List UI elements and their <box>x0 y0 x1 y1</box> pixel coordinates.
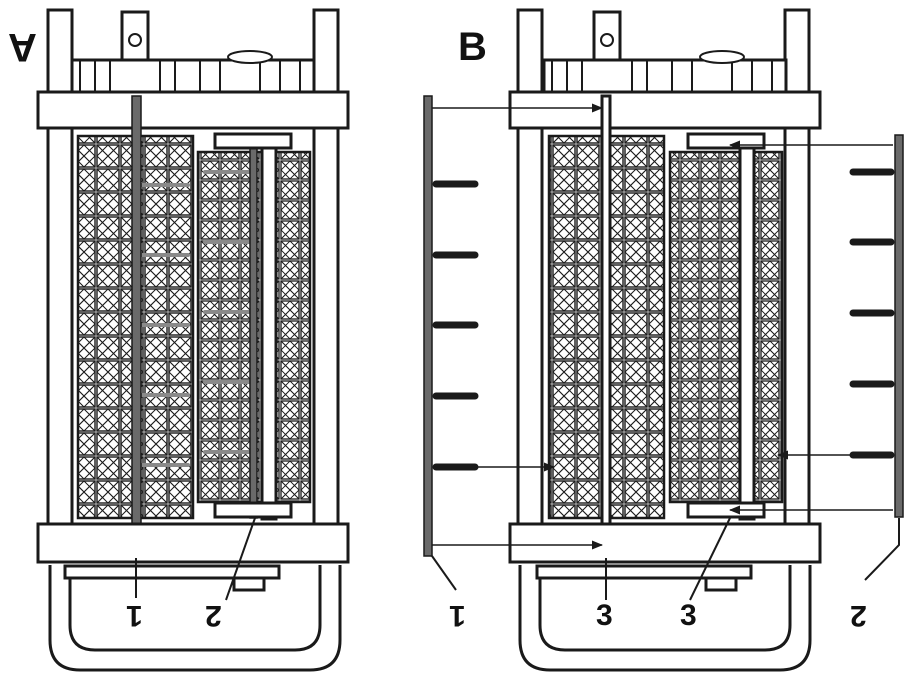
right-post-b <box>783 8 811 544</box>
small-roller-b <box>668 150 784 504</box>
panel-b: B <box>423 8 904 672</box>
bottom-plate <box>36 522 350 564</box>
panel-b-label-3b: 3 <box>680 599 697 632</box>
shaft-bracket-bottom <box>213 501 293 519</box>
comb-2-removed <box>894 134 904 518</box>
gear-crown-b <box>542 58 788 94</box>
roller-shaft <box>260 133 278 521</box>
comb-1-removed <box>423 95 433 557</box>
comb-2-bar <box>249 137 258 519</box>
comb-1-tines <box>140 183 190 467</box>
left-post-b <box>516 8 544 544</box>
handle-outer-b <box>518 565 812 672</box>
comb-2-removed-tines <box>849 168 895 459</box>
handle-inner <box>68 565 322 652</box>
comb-1-slot <box>600 94 612 558</box>
removal-arrows <box>432 103 893 550</box>
panel-a-label-1: 1 <box>126 599 143 632</box>
comb-1-removed-tines <box>432 180 479 471</box>
top-plate <box>36 90 350 130</box>
panel-a-label: A <box>8 25 37 69</box>
panel-b-label-3a: 3 <box>596 599 613 632</box>
comb-1-bar <box>131 95 142 559</box>
handle-outer <box>48 565 342 672</box>
top-plate-b <box>508 90 822 130</box>
panel-a-label-2: 2 <box>205 599 222 632</box>
right-post <box>312 8 340 544</box>
bottom-plate-b <box>508 522 822 564</box>
panel-a: A <box>8 8 350 672</box>
comb-2-tines <box>203 170 252 454</box>
roller-shaft-b <box>738 133 756 521</box>
panel-b-label: B <box>458 25 487 69</box>
handle-inner-b <box>538 565 792 652</box>
panel-b-label-1: 1 <box>449 599 466 632</box>
shaft-bracket-top <box>213 132 293 150</box>
gear-crown <box>70 58 316 94</box>
panel-b-label-2: 2 <box>850 599 867 632</box>
left-post <box>46 8 74 544</box>
